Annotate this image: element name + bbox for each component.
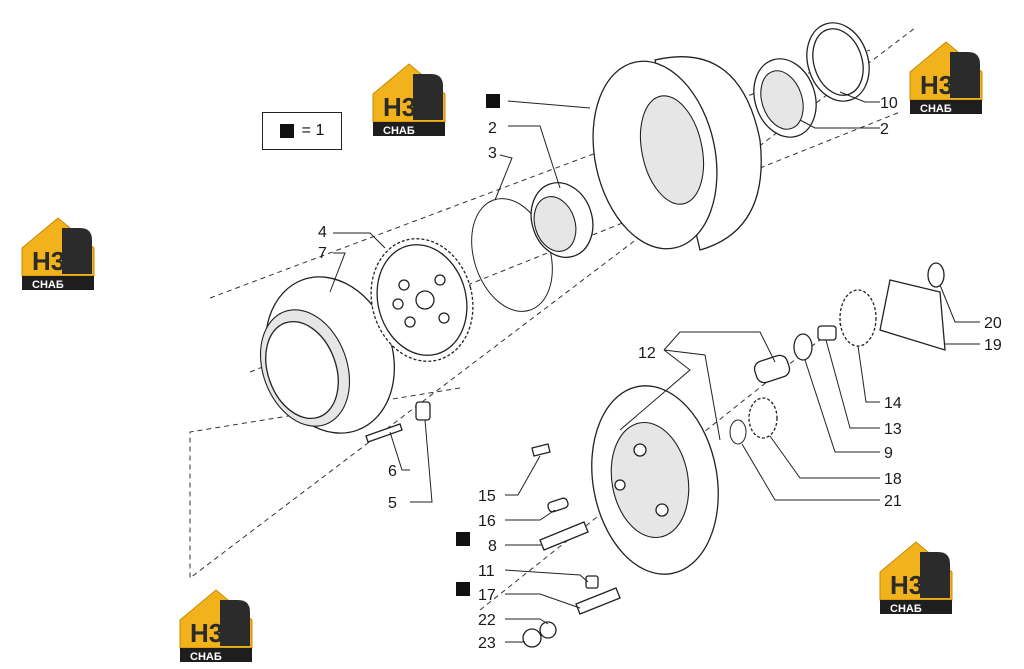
callout-8: 8 (488, 538, 497, 555)
circlip-20 (927, 262, 945, 288)
leader-20 (939, 284, 980, 323)
callout-23: 23 (478, 635, 496, 652)
logo-watermark-1: H3 CHAБ (372, 63, 446, 137)
bearing-right (753, 58, 817, 138)
logo-watermark-4: H3 CHAБ (879, 541, 953, 615)
bolt-6 (365, 423, 403, 443)
logo-watermark-5: H3 CHAБ (179, 589, 253, 663)
plug-11 (585, 575, 599, 589)
hub-housing (592, 56, 762, 251)
logo-letters: H3 (383, 92, 416, 122)
plate-19 (879, 279, 946, 351)
leader-9 (804, 359, 880, 453)
screw-15 (531, 443, 551, 457)
carrier-gear-plate (370, 238, 474, 362)
logo-wordmark: CHAБ (32, 279, 64, 291)
logo-letters: H3 (190, 618, 223, 648)
leader-13 (825, 339, 880, 429)
marker-square-hub (486, 94, 500, 108)
spacer-12 (753, 354, 791, 384)
stud-8 (539, 521, 589, 551)
stud-17 (575, 587, 621, 615)
marker-square-8 (456, 532, 470, 546)
callout-11: 11 (478, 563, 495, 580)
leader-6 (389, 431, 410, 471)
logo-wordmark: CHAБ (383, 125, 415, 137)
callout-20: 20 (984, 315, 1002, 332)
callout-6: 6 (388, 463, 397, 480)
callout-18: 18 (884, 471, 902, 488)
leader-16 (505, 509, 556, 521)
leader-7 (329, 252, 346, 293)
logo-wordmark: CHAБ (920, 103, 952, 115)
legend-text: = 1 (301, 122, 325, 139)
leader-12 (619, 331, 776, 441)
callout-2a: 2 (488, 120, 497, 137)
logo-letters: H3 (32, 246, 65, 276)
gear-14 (839, 289, 877, 347)
pin-16 (547, 497, 569, 513)
callout-13: 13 (884, 421, 902, 438)
callout-15: 15 (478, 488, 496, 505)
leader-3 (494, 154, 513, 201)
callout-10: 10 (880, 95, 898, 112)
bearing-left (530, 182, 594, 258)
leader-17 (505, 593, 581, 609)
leader-2a (508, 125, 561, 189)
logo-wordmark: CHAБ (890, 603, 922, 615)
leader-15 (505, 455, 541, 496)
washer-9 (793, 333, 813, 361)
seal-ring (806, 22, 870, 102)
callout-17: 17 (478, 587, 496, 604)
callout-9: 9 (884, 445, 893, 462)
logo-watermark-3: H3 CHAБ (21, 217, 95, 291)
logo-letters: H3 (890, 570, 923, 600)
legend-box: = 1 (262, 112, 342, 150)
legend-square-icon (279, 124, 294, 138)
leader-main (507, 100, 591, 109)
marker-square-17 (456, 582, 470, 596)
circlip-21 (729, 419, 747, 445)
callout-16: 16 (478, 513, 496, 530)
leader-11 (504, 569, 589, 583)
callout-2b: 2 (880, 121, 889, 138)
leader-4 (333, 232, 386, 249)
logo-letters: H3 (920, 70, 953, 100)
leader-18 (769, 435, 880, 479)
callout-3: 3 (488, 145, 497, 162)
gear-18 (748, 397, 778, 439)
nut-23 (522, 628, 542, 648)
logo-wordmark: CHAБ (190, 651, 222, 663)
callout-19: 19 (984, 337, 1002, 354)
callout-14: 14 (884, 395, 902, 412)
callout-4: 4 (318, 224, 327, 241)
callout-21: 21 (884, 493, 902, 510)
leader-14 (857, 345, 880, 403)
leader-22 (505, 618, 549, 625)
callout-22: 22 (478, 612, 496, 629)
callout-12: 12 (638, 345, 656, 362)
logo-watermark-2: H3 CHAБ (909, 41, 983, 115)
needle-bearing-13 (817, 325, 837, 341)
callout-5: 5 (388, 495, 397, 512)
leader-10 (839, 91, 880, 103)
leader-21 (741, 443, 880, 501)
leader-2b (799, 119, 880, 129)
leader-5 (410, 419, 433, 503)
cover-flange (591, 385, 719, 575)
callout-7: 7 (318, 245, 327, 262)
bushing-5 (415, 401, 431, 421)
washer-22 (539, 621, 557, 639)
